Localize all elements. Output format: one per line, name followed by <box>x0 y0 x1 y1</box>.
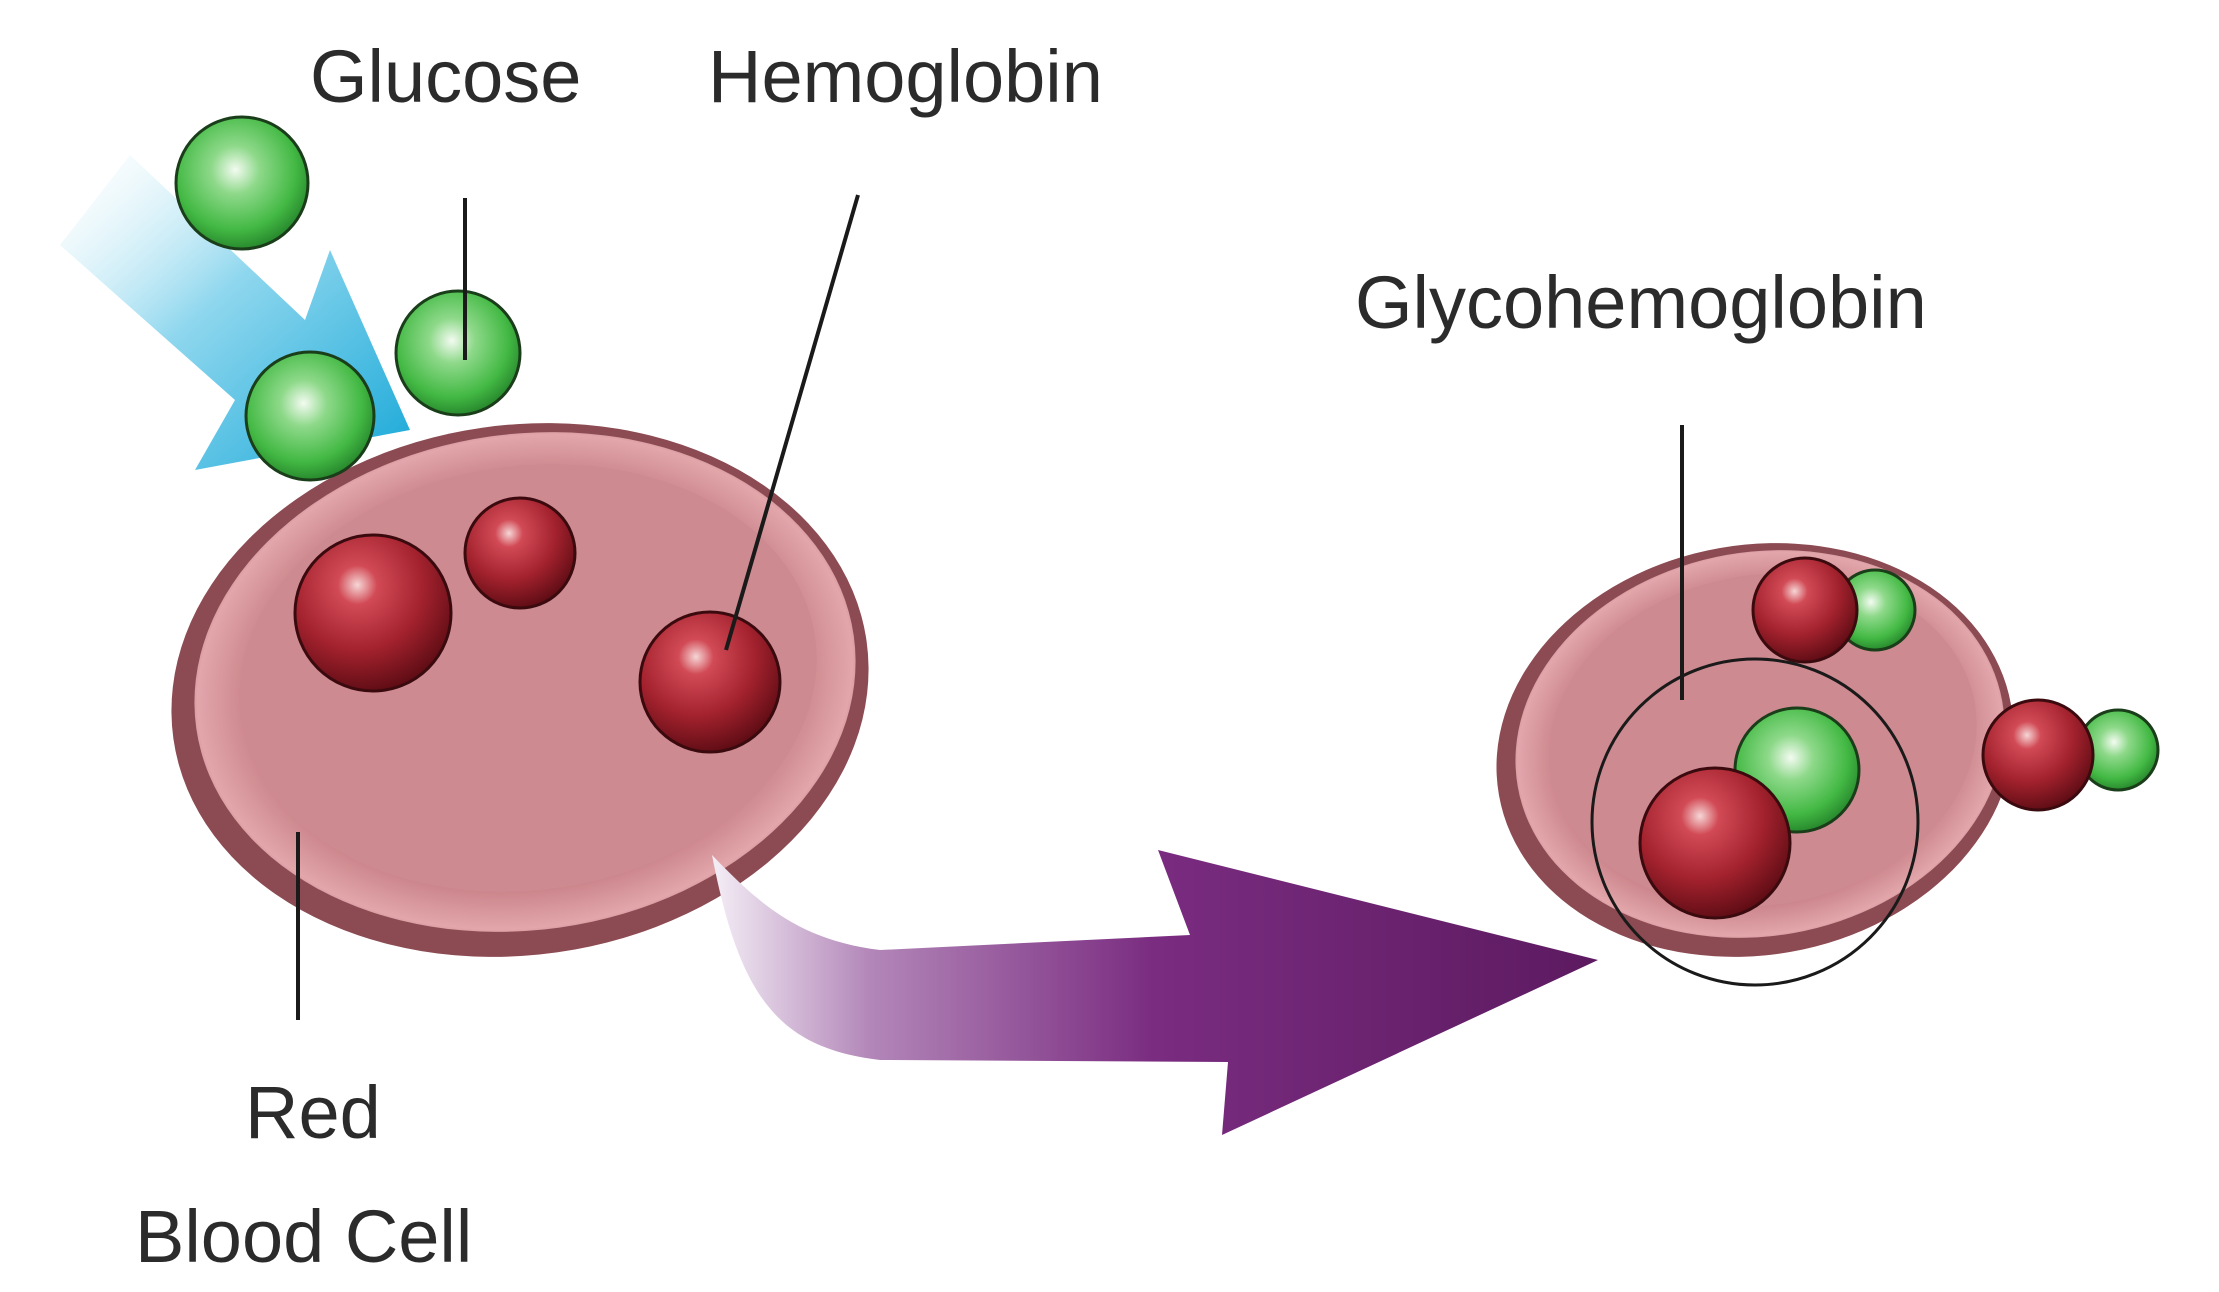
glucose-label: Glucose <box>310 35 581 118</box>
red-blood-cell-label-line2: Blood Cell <box>135 1195 472 1278</box>
glucose-molecule <box>176 117 308 249</box>
glycohemoglobin-molecule <box>1983 700 2158 810</box>
transform-arrow-icon <box>712 850 1598 1135</box>
hemoglobin-molecule <box>295 535 451 691</box>
glucose-molecule <box>396 291 520 415</box>
red-blood-cell-label-line1: Red <box>245 1071 381 1154</box>
glycohemoglobin-label: Glycohemoglobin <box>1355 261 1927 344</box>
glucose-molecule <box>246 352 374 480</box>
hemoglobin-molecule <box>465 498 575 608</box>
red-blood-cell-left <box>137 379 904 1001</box>
hemoglobin-label: Hemoglobin <box>708 35 1103 118</box>
hemoglobin-molecule <box>640 612 780 752</box>
glycohemoglobin-molecule <box>1753 558 1915 662</box>
